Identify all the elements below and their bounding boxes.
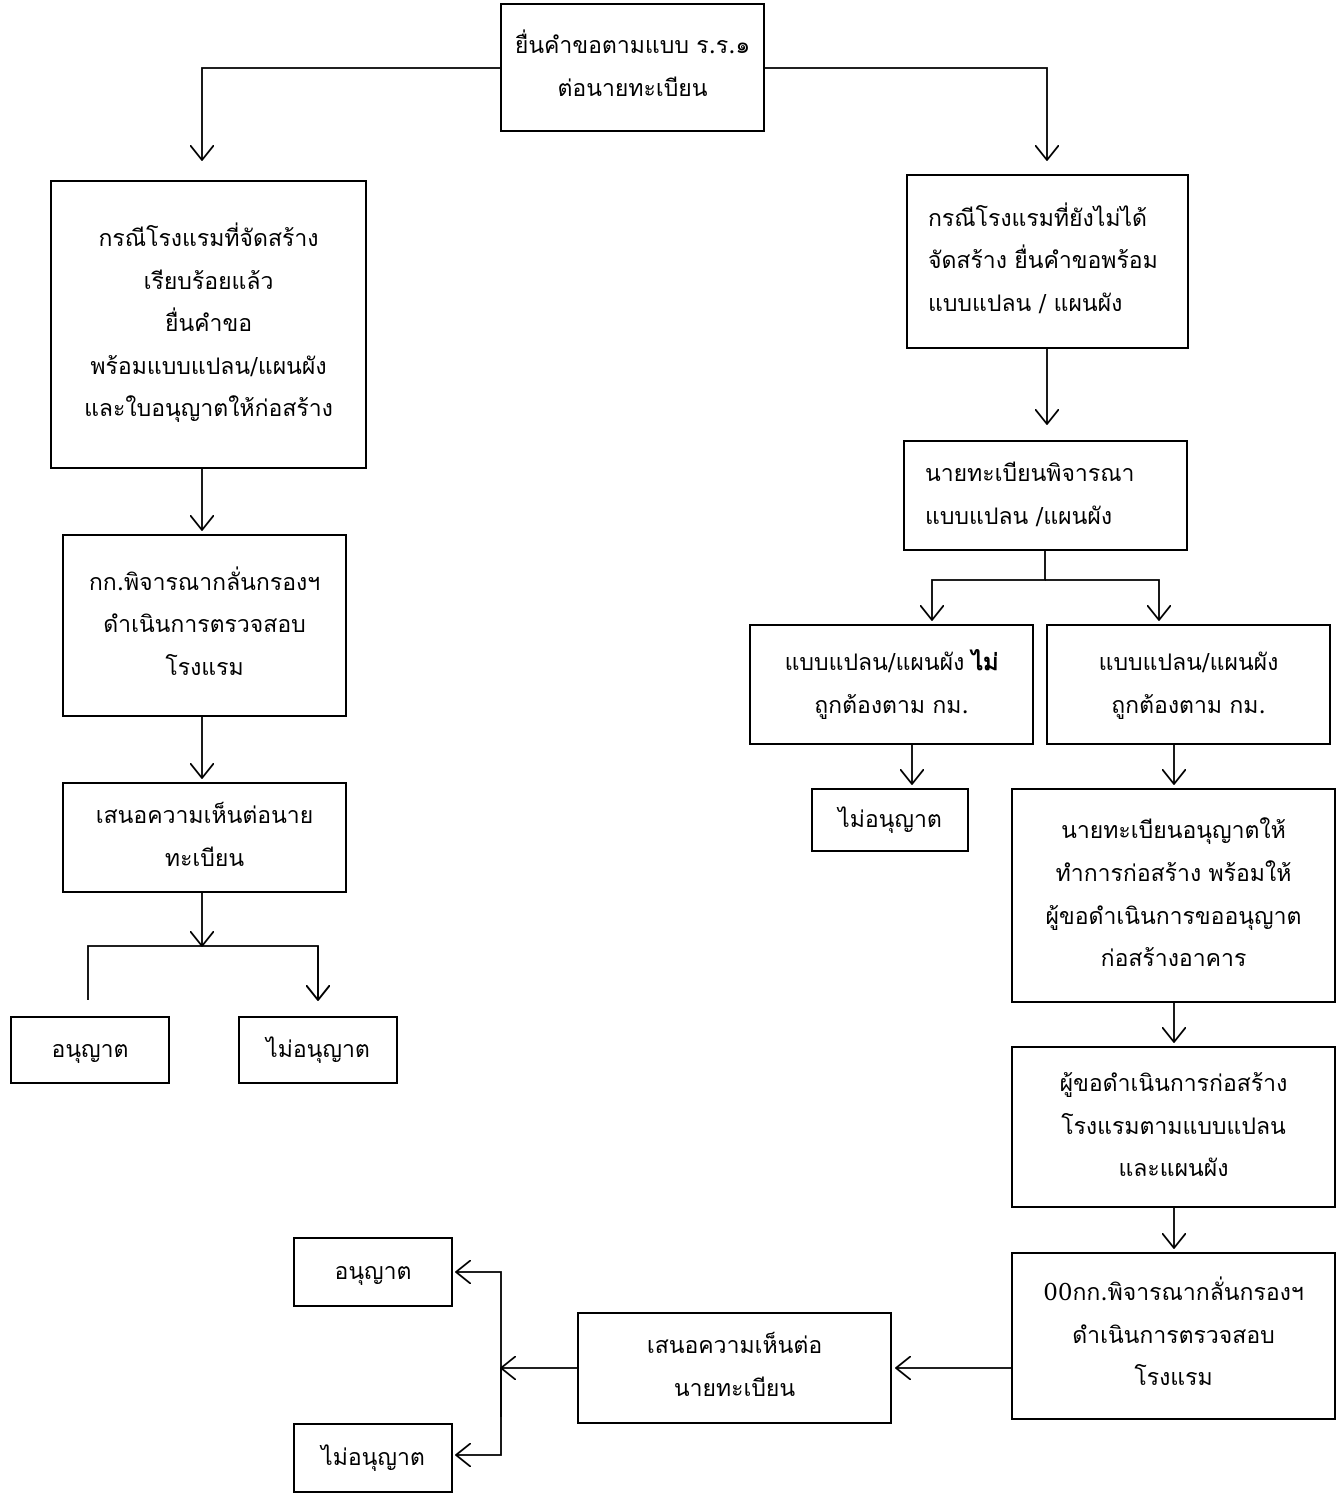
node-text: กก.พิจารณากลั่นกรองฯ [88, 569, 321, 596]
node-text: ก่อสร้างอาคาร [1100, 946, 1247, 973]
right-inspect-node: 00กก.พิจารณากลั่นกรองฯ ดำเนินการตรวจสอบ … [1011, 1252, 1336, 1420]
node-text: แบบแปลน/แผนผัง [1098, 649, 1279, 676]
node-text: แบบแปลน/แผนผัง ไม่ [785, 642, 999, 685]
node-text: นายทะเบียนอนุญาตให้ [1061, 818, 1286, 845]
applicant-build-node: ผู้ขอดำเนินการก่อสร้าง โรงแรมตามแบบแปลน … [1011, 1046, 1336, 1208]
node-text: แบบแปลน / แผนผัง [928, 290, 1123, 317]
bottom-allow-node: อนุญาต [293, 1237, 453, 1307]
node-text: แบบแปลน /แผนผัง [925, 503, 1113, 530]
left-case-node: กรณีโรงแรมที่จัดสร้าง เรียบร้อยแล้ว ยื่น… [50, 180, 367, 469]
node-text: 00กก.พิจารณากลั่นกรองฯ [1043, 1280, 1304, 1307]
connector-split-allow [87, 945, 318, 1000]
node-text: กรณีโรงแรมที่ยังไม่ได้ [928, 205, 1147, 232]
node-text: ยื่นคำขอ [164, 311, 253, 338]
node-text: ผู้ขอดำเนินการก่อสร้าง [1059, 1071, 1288, 1098]
node-text: โรงแรมตามแบบแปลน [1061, 1113, 1286, 1140]
left-opinion-node: เสนอความเห็นต่อนาย ทะเบียน [62, 782, 347, 893]
connector-review-split [932, 551, 1046, 620]
right-deny-node: ไม่อนุญาต [811, 788, 969, 852]
registrar-review-node: นายทะเบียนพิจารณา แบบแปลน /แผนผัง [903, 440, 1188, 551]
node-text: กรณีโรงแรมที่จัดสร้าง [98, 226, 319, 253]
plan-correct-node: แบบแปลน/แผนผัง ถูกต้องตาม กม. [1046, 624, 1331, 745]
node-text: ดำเนินการตรวจสอบ [1072, 1322, 1275, 1349]
node-text: ผู้ขอดำเนินการขออนุญาต [1045, 903, 1302, 930]
left-inspect-node: กก.พิจารณากลั่นกรองฯ ดำเนินการตรวจสอบ โร… [62, 534, 347, 717]
node-text: ถูกต้องตาม กม. [814, 692, 969, 719]
node-text: จัดสร้าง ยื่นคำขอพร้อม [928, 248, 1158, 275]
node-text: ทำการก่อสร้าง พร้อมให้ [1055, 860, 1292, 887]
right-case-node: กรณีโรงแรมที่ยังไม่ได้ จัดสร้าง ยื่นคำขอ… [906, 174, 1189, 349]
node-text-prefix: แบบแปลน/แผนผัง [784, 649, 972, 676]
node-text: โรงแรม [1134, 1365, 1213, 1392]
node-text: และแผนผัง [1118, 1156, 1229, 1183]
connector-branch-allow [456, 1272, 502, 1417]
start-node: ยื่นคำขอตามแบบ ร.ร.๑ ต่อนายทะเบียน [500, 3, 765, 132]
plan-incorrect-node: แบบแปลน/แผนผัง ไม่ ถูกต้องตาม กม. [749, 624, 1034, 745]
node-text: ยื่นคำขอตามแบบ ร.ร.๑ [514, 32, 751, 59]
node-text: เรียบร้อยแล้ว [143, 268, 274, 295]
left-deny-node: ไม่อนุญาต [238, 1016, 398, 1084]
connector-split-correct [1045, 579, 1159, 620]
bottom-deny-node: ไม่อนุญาต [293, 1423, 453, 1493]
connector-start-left [202, 67, 500, 160]
node-text: ทะเบียน [164, 845, 245, 872]
node-text: เสนอความเห็นต่อ [646, 1333, 823, 1360]
node-text: ไม่อนุญาต [838, 806, 942, 833]
node-text: ถูกต้องตาม กม. [1111, 692, 1266, 719]
left-allow-node: อนุญาต [10, 1016, 170, 1084]
node-text: นายทะเบียนพิจารณา [925, 460, 1135, 487]
node-text: นายทะเบียน [673, 1376, 796, 1402]
node-text: และใบอนุญาตให้ก่อสร้าง [84, 396, 333, 423]
registrar-allow-build-node: นายทะเบียนอนุญาตให้ ทำการก่อสร้าง พร้อมใ… [1011, 788, 1336, 1003]
node-text: ดำเนินการตรวจสอบ [103, 612, 306, 639]
connector-start-right [765, 67, 1047, 160]
bottom-opinion-node: เสนอความเห็นต่อ นายทะเบียน [577, 1312, 892, 1424]
node-text: พร้อมแบบแปลน/แผนผัง [90, 353, 327, 380]
connector-branch-deny [456, 1368, 502, 1455]
node-text: ไม่อนุญาต [321, 1444, 425, 1471]
node-text: เสนอความเห็นต่อนาย [95, 802, 314, 829]
node-text: ต่อนายทะเบียน [557, 75, 708, 102]
node-text: อนุญาต [51, 1036, 129, 1063]
node-text: โรงแรม [165, 654, 244, 681]
node-text-bold: ไม่ [971, 648, 999, 676]
node-text: อนุญาต [334, 1258, 412, 1285]
node-text: ไม่อนุญาต [266, 1036, 370, 1063]
